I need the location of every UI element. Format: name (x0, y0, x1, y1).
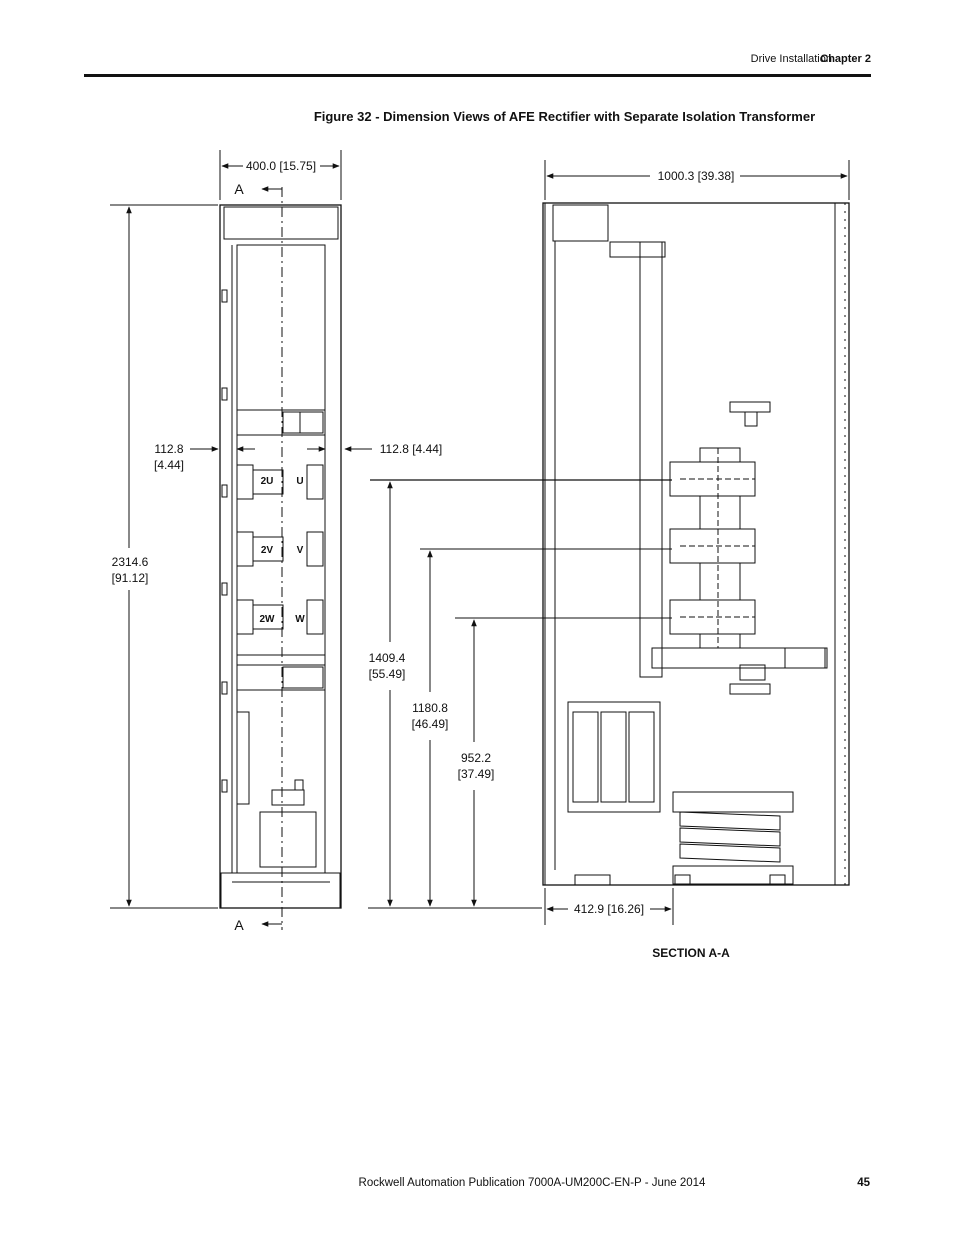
front-width-dim: 400.0 [15.75] (246, 159, 316, 173)
side-view-dimensions (368, 160, 850, 925)
terminal-label-u: U (296, 476, 303, 487)
height-3-dim-inches: [37.49] (458, 767, 495, 781)
section-marker-top: A (234, 181, 244, 197)
terminal-label-2w: 2W (260, 614, 276, 625)
terminal-label-v: V (297, 545, 304, 556)
front-view (219, 187, 342, 930)
height-1-dim-value: 1409.4 (369, 651, 406, 665)
footer-publication: Rockwell Automation Publication 7000A-UM… (358, 1177, 706, 1189)
section-marker-bottom: A (234, 917, 244, 933)
header-rule (84, 74, 871, 77)
terminal-label-2v: 2V (261, 545, 274, 556)
terminal-label-2u: 2U (261, 476, 274, 487)
front-height-dim-inches: [91.12] (112, 571, 149, 585)
height-2-dim-value: 1180.8 (412, 701, 448, 715)
height-2-dim-inches: [46.49] (412, 717, 449, 731)
left-offset-dim-inches: [4.44] (154, 458, 184, 472)
height-1-dim-inches: [55.49] (369, 667, 406, 681)
figure-title: Figure 32 - Dimension Views of AFE Recti… (313, 109, 816, 124)
right-offset-dim: 112.8 [4.44] (380, 442, 443, 456)
side-view (542, 202, 850, 886)
height-3-dim-value: 952.2 (461, 751, 491, 765)
left-offset-dim-value: 112.8 (154, 442, 183, 456)
front-view-dimensions (110, 150, 372, 927)
footer-page-number: 45 (857, 1177, 870, 1189)
header-section-title: Drive Installation (750, 53, 832, 65)
header-chapter-label: Chapter 2 (820, 53, 871, 65)
terminal-label-w: W (295, 614, 305, 625)
side-depth-dim: 412.9 [16.26] (574, 902, 644, 916)
front-height-dim-value: 2314.6 (112, 555, 149, 569)
side-width-dim: 1000.3 [39.38] (658, 169, 735, 183)
section-label: SECTION A-A (652, 946, 730, 960)
